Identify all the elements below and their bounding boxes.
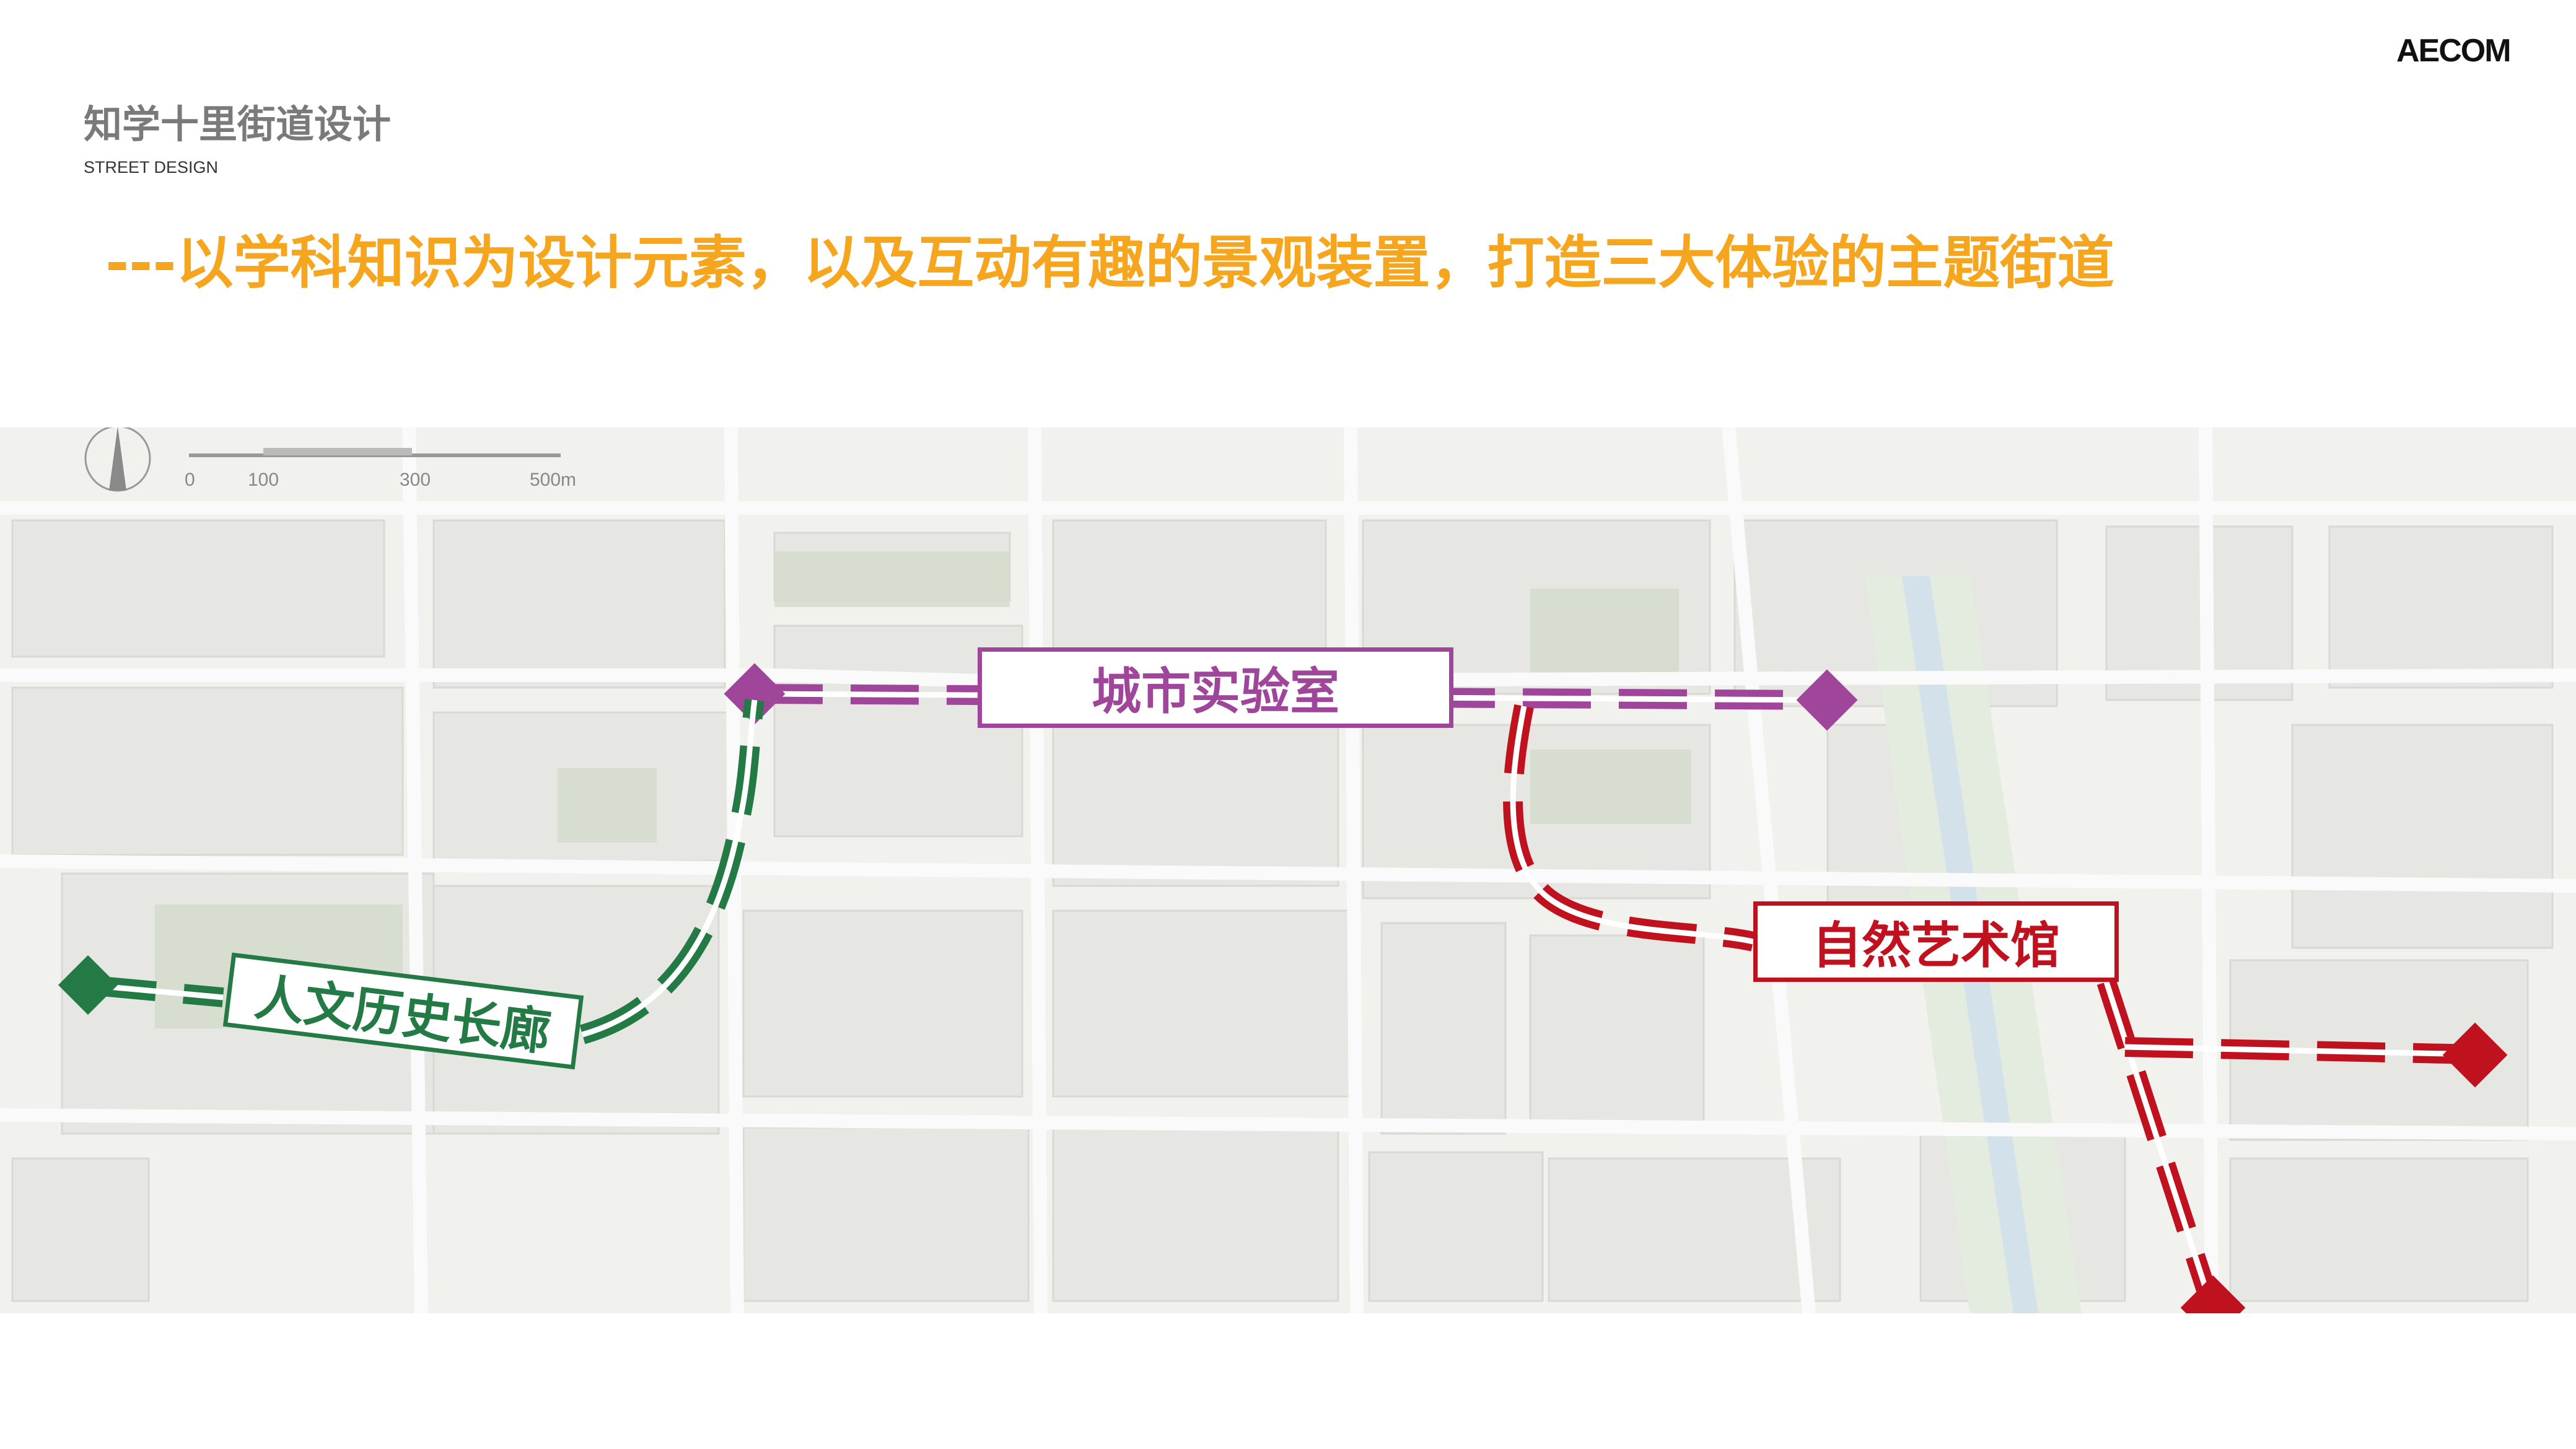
route-nature-art [1503,704,2508,1313]
route-label-city-lab: 城市实验室 [978,647,1453,728]
site-plan-map: 0 100 300 500m [0,427,2576,1313]
page-subtitle: STREET DESIGN [84,158,219,177]
routes-overlay [58,663,2508,1313]
headline: ---以学科知识为设计元素，以及互动有趣的景观装置，打造三大体验的主题街道 [105,230,2114,296]
aecom-logo: AECOM [2396,33,2512,69]
route-humanities [58,698,764,1044]
scale-label-100: 100 [248,470,279,490]
scale-label-300: 300 [400,470,431,490]
route-label-nature-art: 自然艺术馆 [1753,901,2119,982]
page-title: 知学十里街道设计 [84,102,392,147]
scale-label-500m: 500m [530,470,577,490]
scale-label-0: 0 [185,470,195,490]
